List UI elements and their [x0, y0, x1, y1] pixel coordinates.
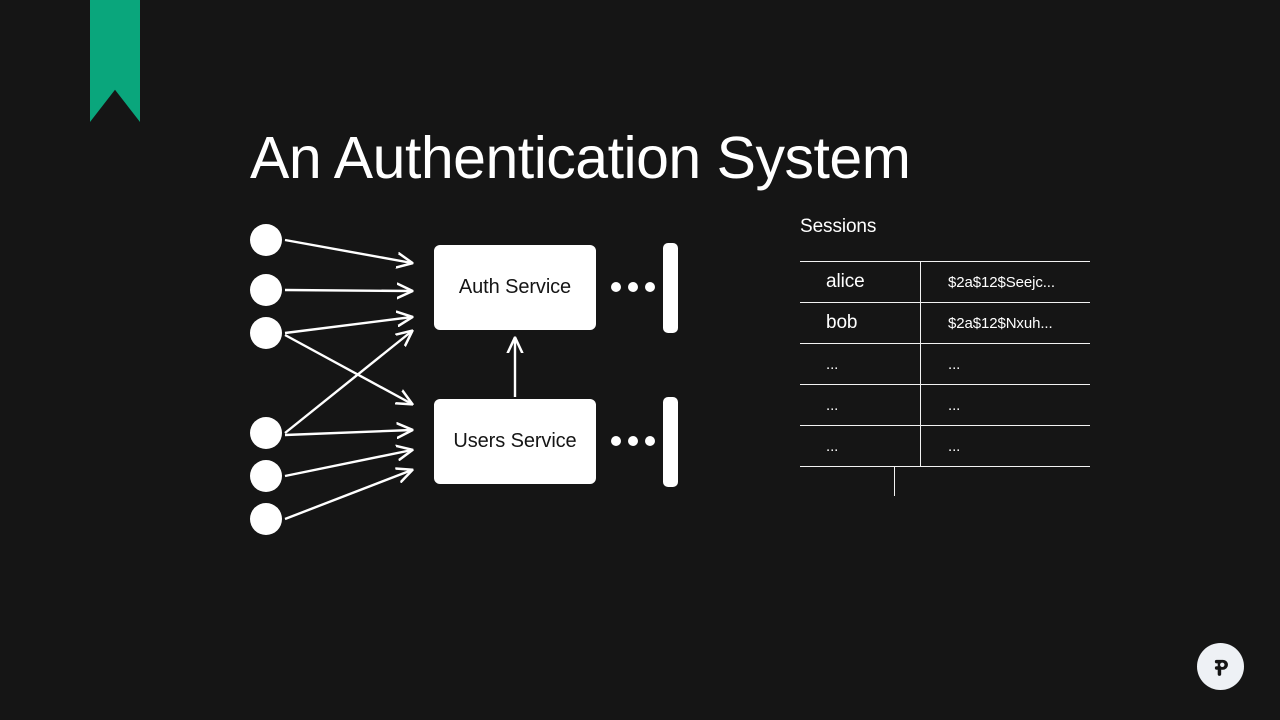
table-row[interactable]: alice $2a$12$Seejc... [800, 261, 1090, 303]
table-row[interactable]: ... ... [800, 425, 1090, 467]
dot-icon [645, 436, 655, 446]
session-user: ... [800, 425, 921, 467]
session-hash: $2a$12$Seejc... [920, 261, 1090, 303]
session-user: ... [800, 343, 921, 385]
client-node-5 [250, 460, 282, 492]
pitch-logo-icon[interactable] [1197, 643, 1244, 690]
page-title: An Authentication System [250, 124, 911, 191]
sessions-table: alice $2a$12$Seejc... bob $2a$12$Nxuh...… [800, 261, 1090, 467]
client-node-1 [250, 224, 282, 256]
users-service-box[interactable]: Users Service [434, 399, 596, 484]
dot-icon [628, 282, 638, 292]
client-node-4 [250, 417, 282, 449]
table-row[interactable]: ... ... [800, 343, 1090, 385]
auth-service-replica-dots [611, 282, 655, 292]
dot-icon [628, 436, 638, 446]
bookmark-ribbon-icon [90, 0, 140, 122]
sessions-panel: Sessions alice $2a$12$Seejc... bob $2a$1… [800, 216, 1090, 496]
session-hash: $2a$12$Nxuh... [920, 302, 1090, 344]
pitch-logo-glyph [1214, 659, 1228, 676]
sessions-title: Sessions [800, 216, 877, 237]
session-hash: ... [920, 384, 1090, 426]
session-hash: ... [920, 425, 1090, 467]
session-hash: ... [920, 343, 1090, 385]
sessions-table-holder: alice $2a$12$Seejc... bob $2a$12$Nxuh...… [800, 261, 1090, 496]
users-service-replica-bar [663, 397, 678, 487]
dot-icon [611, 282, 621, 292]
session-user: bob [800, 302, 921, 344]
client-node-2 [250, 274, 282, 306]
table-row[interactable]: ... ... [800, 384, 1090, 426]
auth-service-replica-bar [663, 243, 678, 333]
dot-icon [645, 282, 655, 292]
table-row[interactable]: bob $2a$12$Nxuh... [800, 302, 1090, 344]
dot-icon [611, 436, 621, 446]
session-user: ... [800, 384, 921, 426]
users-service-replica-dots [611, 436, 655, 446]
auth-service-box[interactable]: Auth Service [434, 245, 596, 330]
sessions-table-body: alice $2a$12$Seejc... bob $2a$12$Nxuh...… [800, 261, 1090, 467]
table-column-divider-tail [894, 466, 895, 496]
auth-service-label: Auth Service [458, 276, 572, 298]
users-service-label: Users Service [453, 430, 577, 452]
client-node-3 [250, 317, 282, 349]
session-user: alice [800, 261, 921, 303]
client-node-6 [250, 503, 282, 535]
